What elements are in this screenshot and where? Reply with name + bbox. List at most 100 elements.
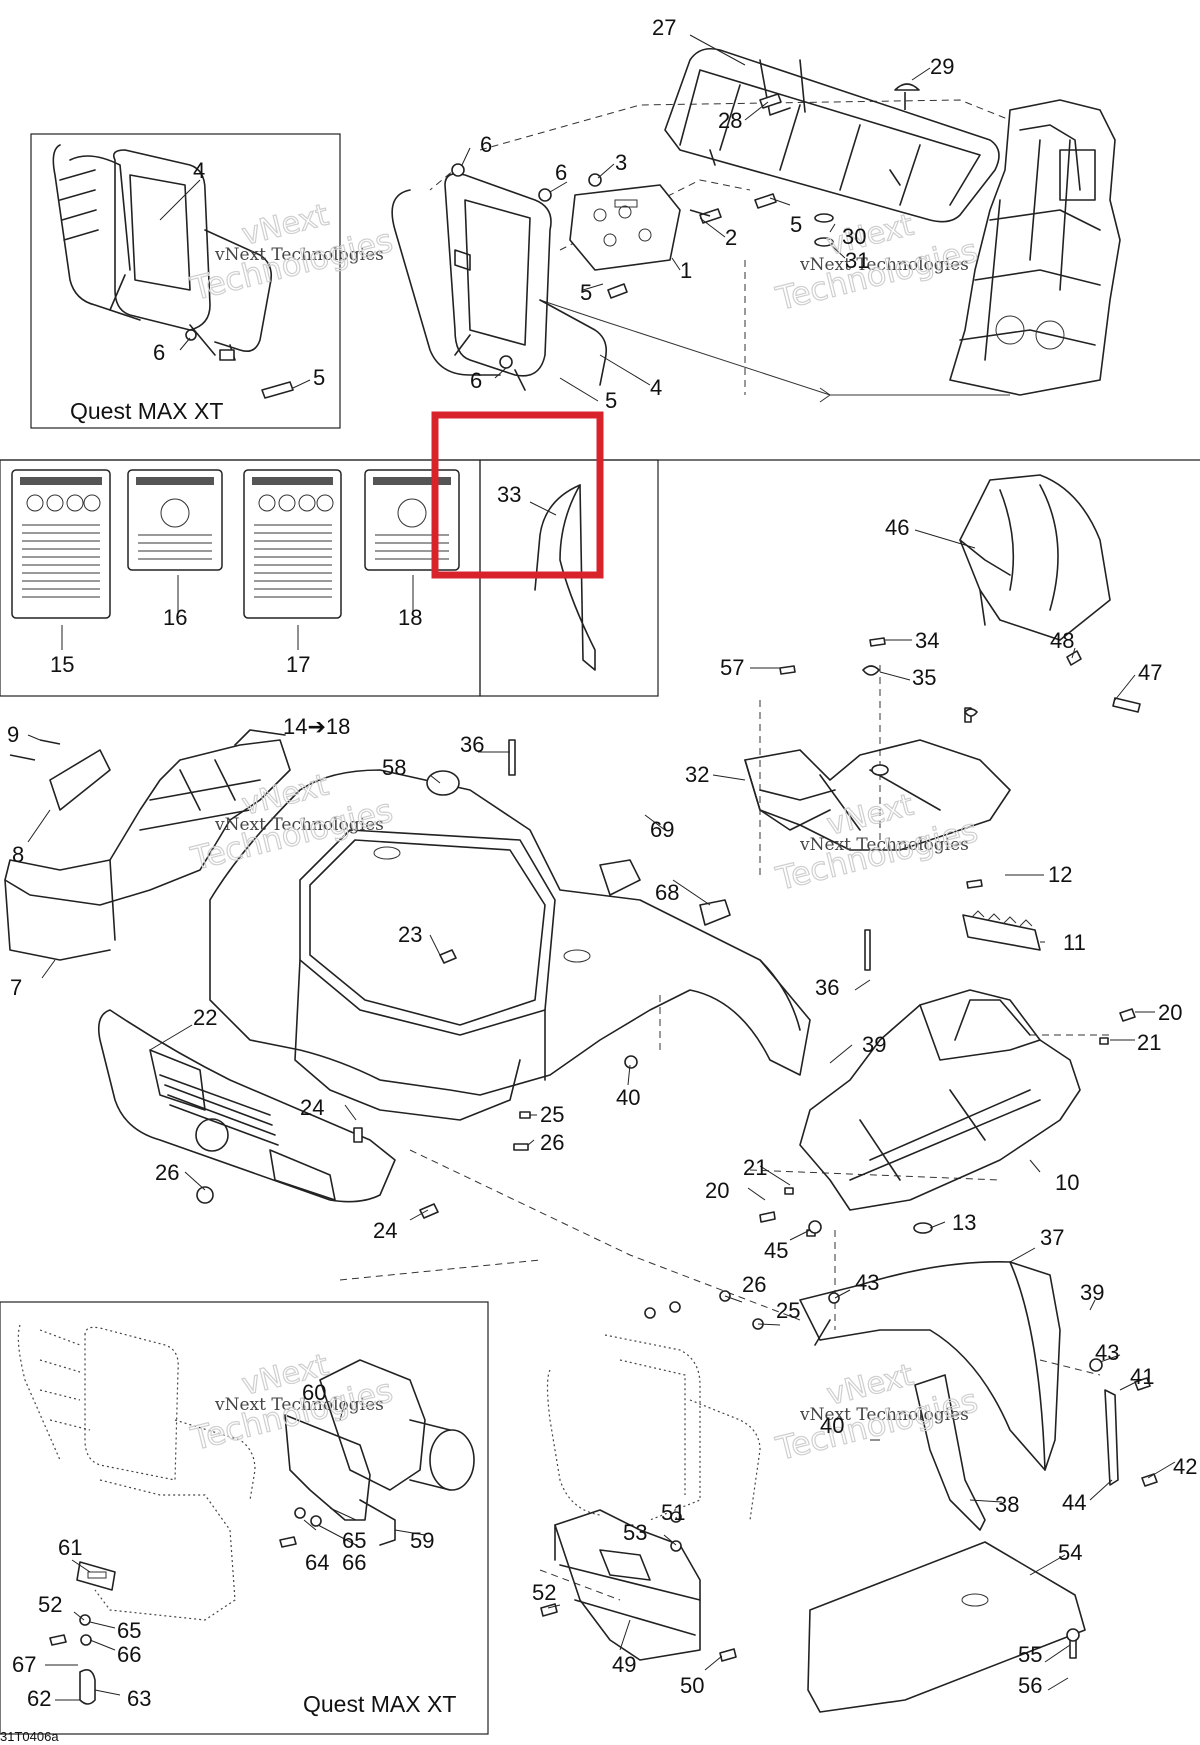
right-footwell (799, 989, 1081, 1234)
callout-26: 26 (540, 1130, 564, 1155)
callout-25: 25 (540, 1102, 564, 1127)
callout-55: 55 (1018, 1642, 1042, 1667)
callout-6: 6 (555, 160, 567, 185)
callout-62: 62 (27, 1686, 51, 1711)
callout-3: 3 (615, 150, 627, 175)
callout-4: 4 (193, 158, 205, 183)
callout-40: 40 (616, 1085, 640, 1110)
callout-65: 65 (342, 1528, 366, 1553)
inset-labels: Quest MAX XT Quest MAX XT 14➔18 31T0406a (0, 398, 456, 1744)
front-bumper (391, 172, 681, 391)
callout-48: 48 (1050, 628, 1074, 653)
callout-46: 46 (885, 515, 909, 540)
rear-fender (799, 1261, 1119, 1531)
front-bumper-inset (52, 144, 294, 399)
callout-36: 36 (815, 975, 839, 1000)
callout-10: 10 (1055, 1170, 1079, 1195)
highlight-box-part-33 (431, 411, 604, 579)
callout-36: 36 (460, 732, 484, 757)
callout-43: 43 (855, 1270, 879, 1295)
callout-61: 61 (58, 1535, 82, 1560)
callout-20: 20 (1158, 1000, 1182, 1025)
callout-68: 68 (655, 880, 679, 905)
callout-39: 39 (862, 1032, 886, 1057)
callout-67: 67 (12, 1652, 36, 1677)
callout-5: 5 (605, 388, 617, 413)
callout-28: 28 (718, 108, 742, 133)
callout-24: 24 (300, 1095, 324, 1120)
inset-label-bottom: Quest MAX XT (303, 1691, 456, 1717)
callout-4: 4 (650, 375, 662, 400)
callout-31: 31 (845, 248, 869, 273)
callout-59: 59 (410, 1528, 434, 1553)
callout-21: 21 (1137, 1030, 1161, 1055)
foot-step (962, 910, 1041, 951)
callout-44: 44 (1062, 1490, 1086, 1515)
callout-51: 51 (661, 1500, 685, 1525)
callout-64: 64 (305, 1550, 329, 1575)
callout-17: 17 (286, 652, 310, 677)
callout-21: 21 (743, 1155, 767, 1180)
callout-57: 57 (720, 655, 744, 680)
inset-label-top: Quest MAX XT (70, 398, 223, 424)
callout-60: 60 (302, 1380, 326, 1405)
callout-16: 16 (163, 605, 187, 630)
front-rack (664, 47, 1000, 223)
callout-30: 30 (842, 224, 866, 249)
callout-53: 53 (623, 1520, 647, 1545)
callout-42: 42 (1173, 1454, 1197, 1479)
callout-45: 45 (764, 1238, 788, 1263)
callout-40: 40 (820, 1413, 844, 1438)
callout-9: 9 (7, 722, 19, 747)
range-label: 14➔18 (283, 714, 350, 739)
callout-34: 34 (915, 628, 939, 653)
callout-26: 26 (155, 1160, 179, 1185)
callout-15: 15 (50, 652, 74, 677)
leader-lines (27, 34, 1176, 1701)
callout-20: 20 (705, 1178, 729, 1203)
safety-decals (11, 469, 460, 619)
part-33 (534, 484, 596, 671)
callout-6: 6 (153, 340, 165, 365)
callout-66: 66 (117, 1642, 141, 1667)
watermark-text: vNext Technologies (214, 245, 384, 265)
watermark-text: vNext Technologies (799, 1405, 969, 1425)
callout-52: 52 (532, 1580, 556, 1605)
callout-43: 43 (1095, 1340, 1119, 1365)
callout-11: 11 (1063, 930, 1086, 955)
callout-41: 41 (1130, 1364, 1154, 1389)
callout-47: 47 (1138, 660, 1162, 685)
callout-12: 12 (1048, 862, 1072, 887)
callout-58: 58 (382, 755, 406, 780)
callout-25: 25 (776, 1298, 800, 1323)
inset-frame-top-left (30, 133, 341, 429)
callout-52: 52 (38, 1592, 62, 1617)
watermark-text: vNext Technologies (799, 255, 969, 275)
skid-plate (554, 1509, 701, 1661)
callout-5: 5 (313, 365, 325, 390)
callout-5: 5 (580, 280, 592, 305)
belly-pan (807, 1541, 1086, 1713)
callout-56: 56 (1018, 1673, 1042, 1698)
callout-49: 49 (612, 1652, 636, 1677)
callout-22: 22 (193, 1005, 217, 1030)
callout-33: 33 (497, 482, 521, 507)
front-grille (97, 1009, 396, 1203)
callout-29: 29 (930, 54, 954, 79)
callout-50: 50 (680, 1673, 704, 1698)
watermark-text: vNext Technologies (214, 1395, 384, 1415)
callout-63: 63 (127, 1686, 151, 1711)
callout-38: 38 (995, 1492, 1019, 1517)
top-fasteners (451, 83, 920, 369)
callout-37: 37 (1040, 1225, 1064, 1250)
callout-23: 23 (398, 922, 422, 947)
callout-69: 69 (650, 817, 674, 842)
callout-24: 24 (373, 1218, 397, 1243)
callout-8: 8 (12, 842, 24, 867)
front-bumper-alt (546, 1334, 761, 1521)
callout-2: 2 (725, 225, 737, 250)
callout-26: 26 (742, 1272, 766, 1297)
